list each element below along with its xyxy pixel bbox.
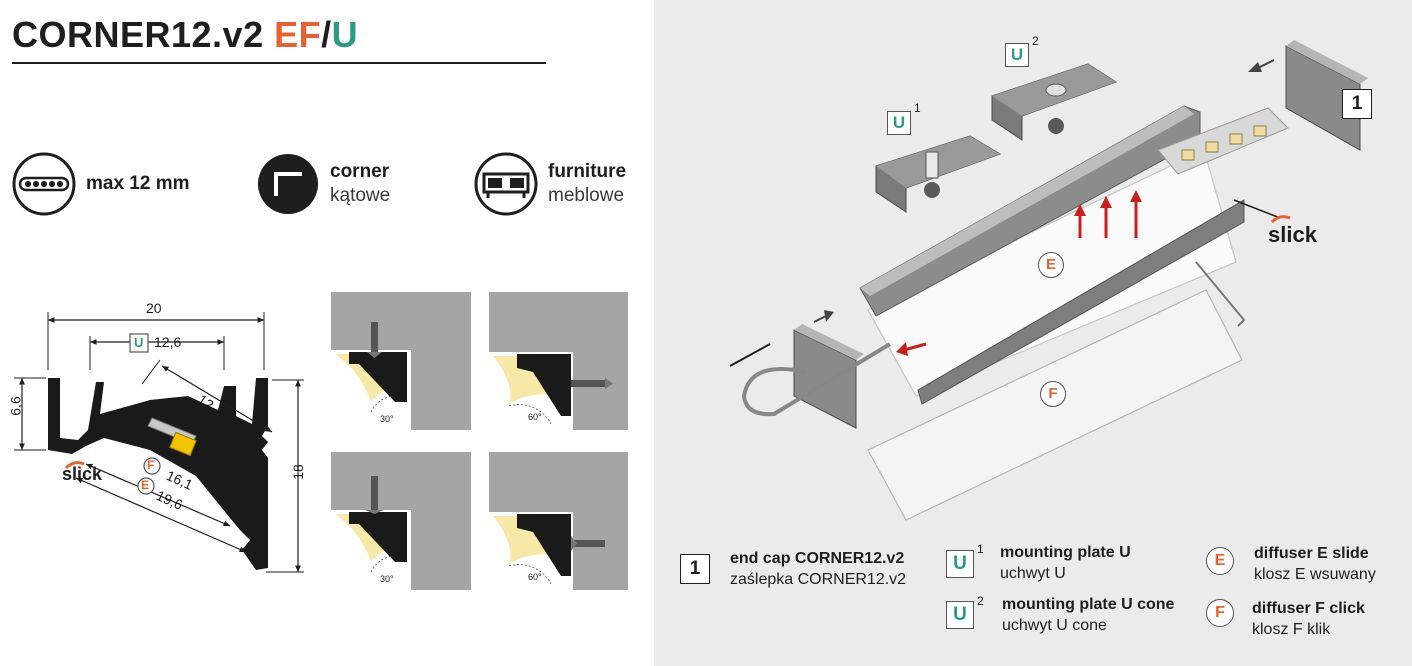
feature-sub: kątowe — [330, 185, 391, 206]
feature-sub: meblowe — [548, 185, 625, 206]
page-title: CORNER12.v2 EF/U — [12, 14, 358, 56]
legend-sub: zaślepka CORNER12.v2 — [730, 571, 907, 588]
dim-depth: 6,6 — [7, 396, 24, 416]
angle-label: 30° — [380, 574, 394, 584]
mounting-view-3 — [331, 452, 471, 590]
title-ef: EF — [274, 14, 322, 55]
mounting-view-1 — [331, 292, 471, 430]
legend-sub: klosz E wsuwany — [1254, 566, 1376, 583]
title-underline — [12, 62, 546, 64]
mounting-view-2 — [489, 292, 628, 430]
legend-tag-1: 1 — [680, 554, 710, 584]
feature-max-strip: max 12 mm — [12, 152, 190, 216]
dim-f-tag: F — [147, 458, 155, 472]
legend-item-diffuser-e: diffuser E slide klosz E wsuwany — [1254, 543, 1376, 585]
dim-height: 18 — [289, 464, 306, 480]
legend-tag-u2: U — [946, 601, 974, 629]
legend-title: end cap CORNER12.v2 — [730, 550, 905, 567]
feature-label: furniture — [548, 161, 627, 182]
legend-sub: klosz F klik — [1252, 621, 1331, 638]
feature-label: max 12 mm — [86, 173, 190, 194]
u2-sup: 2 — [1032, 34, 1039, 48]
legend-tag-f: F — [1206, 599, 1234, 627]
part-1-tag: 1 — [1342, 89, 1372, 119]
u1-tag: U — [887, 111, 911, 135]
feature-corner: corner kątowe — [256, 152, 390, 216]
legend-tag-u1: U — [946, 550, 974, 578]
dim-u-tag: U — [134, 335, 144, 350]
u1-sup: 1 — [914, 101, 921, 115]
dim-e-tag: E — [141, 478, 150, 492]
legend-sup-u2: 2 — [977, 594, 984, 608]
profile-cross-section — [14, 312, 304, 573]
legend-item-diffuser-f: diffuser F click klosz F klik — [1252, 598, 1365, 640]
brand-logo-right: slick — [1268, 222, 1317, 247]
legend-title: diffuser F click — [1252, 600, 1365, 617]
legend-item-mounting-u-cone: mounting plate U cone uchwyt U cone — [1002, 594, 1174, 636]
u2-tag: U — [1005, 43, 1029, 67]
brand-logo-left: slick — [62, 464, 103, 484]
legend-sup-u1: 1 — [977, 542, 984, 556]
title-slash: / — [321, 14, 332, 55]
legend-tag-e: E — [1206, 547, 1234, 575]
furniture-icon — [474, 152, 538, 216]
legend-title: mounting plate U — [1000, 544, 1131, 561]
angle-label: 30° — [380, 414, 394, 424]
legend-item-end-cap: end cap CORNER12.v2 zaślepka CORNER12.v2 — [730, 548, 906, 590]
title-main: CORNER12.v2 — [12, 14, 264, 55]
legend-sub: uchwyt U — [1000, 565, 1066, 582]
legend-title: diffuser E slide — [1254, 545, 1369, 562]
angle-label: 60° — [528, 572, 542, 582]
feature-furniture: furniture meblowe — [474, 152, 626, 216]
exploded-view-drawing — [729, 40, 1368, 521]
corner-icon — [258, 154, 318, 214]
legend-title: mounting plate U cone — [1002, 596, 1175, 613]
feature-label: corner — [330, 161, 390, 182]
angle-label: 60° — [528, 412, 542, 422]
legend-item-mounting-u: mounting plate U uchwyt U — [1000, 542, 1131, 584]
e-tag: E — [1038, 252, 1064, 278]
led-strip-icon — [12, 152, 76, 216]
legend-sub: uchwyt U cone — [1002, 617, 1107, 634]
dim-u-width: 12,6 — [154, 334, 182, 350]
dim-width: 20 — [146, 300, 162, 316]
f-tag: F — [1040, 381, 1066, 407]
title-u: U — [331, 14, 359, 55]
mounting-view-4 — [489, 452, 628, 590]
